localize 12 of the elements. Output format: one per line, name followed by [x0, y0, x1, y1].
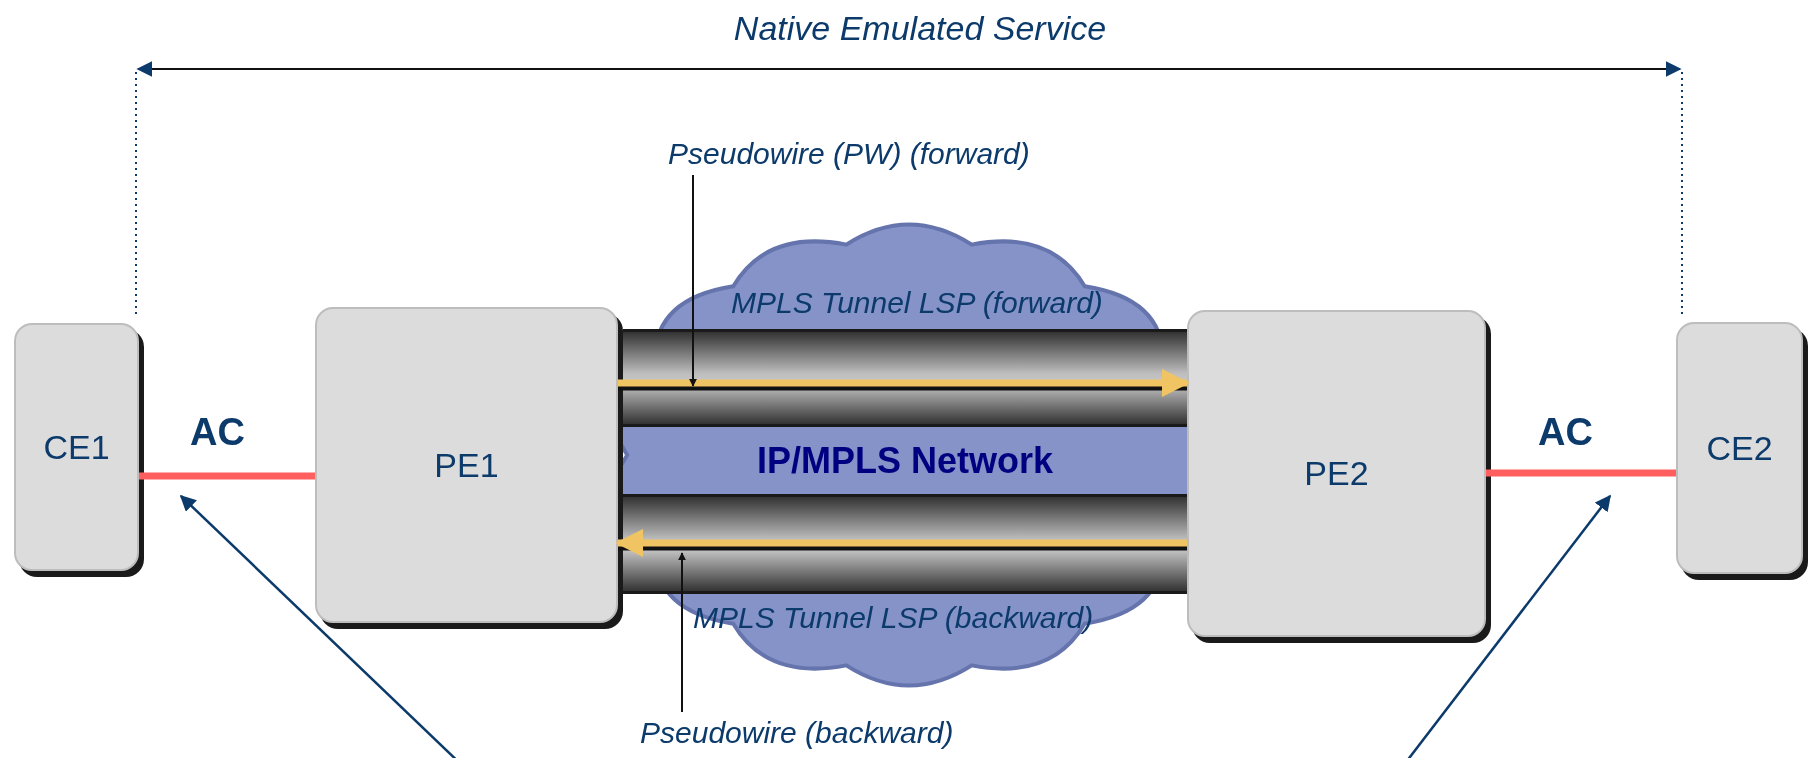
edge-label: AC — [1538, 410, 1593, 454]
device-label: PE1 — [434, 444, 499, 486]
tunnel-label: MPLS Tunnel LSP (backward) — [693, 600, 1094, 636]
annotation-label: Pseudowire (PW) (forward) — [668, 133, 1128, 175]
network-label: IP/MPLS Network — [756, 438, 1054, 483]
span-label: Native Emulated Service — [733, 8, 1107, 49]
edge-label: AC — [190, 410, 245, 454]
annotation-label: Pseudowire (backward) — [640, 712, 1060, 754]
tunnel-label: MPLS Tunnel LSP (forward) — [731, 285, 1103, 321]
device-label: CE1 — [43, 426, 110, 468]
device-label: CE2 — [1706, 427, 1773, 469]
device-label: PE2 — [1304, 453, 1369, 494]
